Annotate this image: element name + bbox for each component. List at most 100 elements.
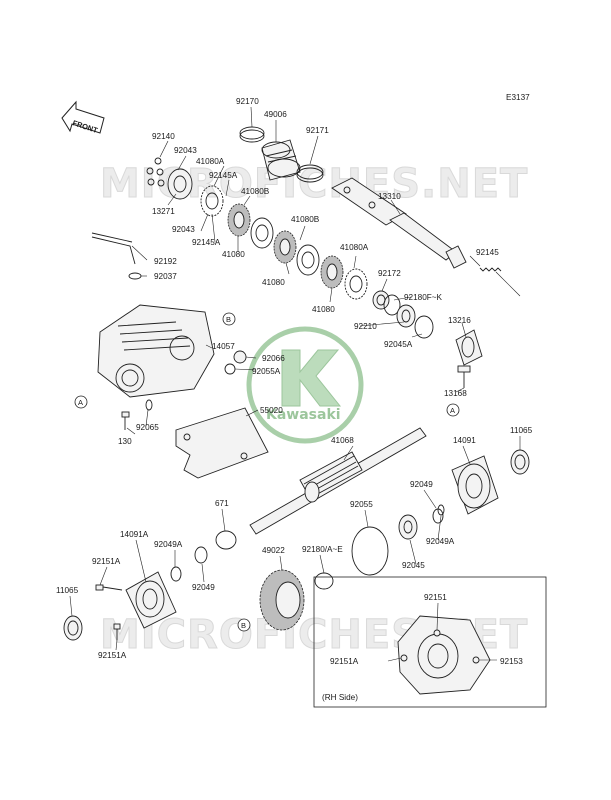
label-92043-upper: 92043 (174, 146, 197, 155)
drive-shaft-41068 (249, 427, 427, 535)
cover-14091 (451, 455, 499, 515)
clutch-plate-41080B-lower (296, 244, 320, 276)
clutch-disc-41080-middle (273, 230, 297, 264)
label-92065: 92065 (136, 423, 159, 432)
label-41080B-lower: 41080B (291, 215, 320, 224)
callout-b-upper: B (222, 312, 236, 326)
washer-92065 (145, 399, 153, 411)
label-13168: 13168 (444, 389, 467, 398)
label-55020: 55020 (260, 406, 283, 415)
rh-side-label: (RH Side) (322, 693, 358, 702)
bolt-130 (121, 411, 130, 430)
label-11065-upper: 11065 (510, 426, 533, 435)
label-41080-middle: 41080 (262, 278, 285, 287)
bracket-55020 (175, 407, 269, 479)
bolt-92151A-upper (95, 584, 123, 591)
oil-seal-92172 (372, 290, 390, 310)
part-labels: 92170 49006 92171 92140 92043 41080A 921… (56, 97, 533, 666)
label-92055A: 92055A (252, 367, 281, 376)
label-671: 671 (215, 499, 229, 508)
label-92037: 92037 (154, 272, 177, 281)
label-92066: 92066 (262, 354, 285, 363)
o-ring-671 (215, 530, 237, 550)
label-92049-upper: 92049 (410, 480, 433, 489)
bearing-92045A (414, 315, 434, 339)
o-ring-92049A-lower (170, 566, 182, 582)
o-ring-92055A (224, 363, 236, 375)
label-92210: 92210 (354, 322, 377, 331)
plug-92066 (233, 350, 247, 364)
label-41080-lower: 41080 (312, 305, 335, 314)
label-92045: 92045 (402, 561, 425, 570)
label-14091: 14091 (453, 436, 476, 445)
shim-92180A-E (314, 572, 334, 590)
label-92180A-E: 92180/A~E (302, 545, 343, 554)
spring-92145 (479, 267, 521, 297)
clutch-disc-41080-upper (227, 203, 251, 237)
shim-92180F-K (383, 294, 401, 316)
label-49006: 49006 (264, 110, 287, 119)
svg-text:B: B (226, 315, 231, 324)
label-14091A: 14091A (120, 530, 149, 539)
front-direction-arrow: FRONT (61, 100, 105, 135)
label-92145A-upper: 92145A (209, 171, 238, 180)
oil-seal-11065-lower (63, 615, 83, 641)
label-92171: 92171 (306, 126, 329, 135)
input-shaft-13310 (331, 177, 467, 269)
gear-case-14057 (97, 304, 215, 398)
label-92151A-rh: 92151A (330, 657, 359, 666)
pinion-gear-13216 (455, 329, 483, 366)
clutch-disc-41080-lower (320, 255, 344, 289)
clutch-plate-41080A-lower (344, 268, 368, 300)
label-130: 130 (118, 437, 132, 446)
logo-wordmark: Kawasaki (266, 407, 341, 423)
label-92180F-K: 92180F~K (404, 293, 443, 302)
svg-text:A: A (78, 398, 83, 407)
label-14057: 14057 (212, 342, 235, 351)
svg-text:A: A (450, 406, 455, 415)
label-92049-lower: 92049 (192, 583, 215, 592)
label-92045A: 92045A (384, 340, 413, 349)
label-92145: 92145 (476, 248, 499, 257)
label-92049A-upper: 92049A (426, 537, 455, 546)
cam-ring-13271 (167, 168, 193, 200)
label-49022: 49022 (262, 546, 285, 555)
label-92192: 92192 (154, 257, 177, 266)
label-13310: 13310 (378, 192, 401, 201)
label-92151: 92151 (424, 593, 447, 602)
boot-clamp-92170 (239, 126, 265, 143)
o-ring-92055 (351, 526, 389, 576)
callout-a-left: A (74, 395, 88, 409)
label-92140: 92140 (152, 132, 175, 141)
o-ring-92049-lower (194, 546, 208, 564)
label-92145A-lower: 92145A (192, 238, 221, 247)
bolt-92151A-lower (113, 623, 121, 640)
rh-side-inset: (RH Side) (313, 576, 547, 708)
label-92151A-lower: 92151A (98, 651, 127, 660)
svg-text:B: B (241, 621, 246, 630)
label-11065-lower: 11065 (56, 586, 79, 595)
label-92170: 92170 (236, 97, 259, 106)
kawasaki-logo: Kawasaki (246, 326, 364, 444)
label-13216: 13216 (448, 316, 471, 325)
breather-hose-92192 (91, 232, 142, 280)
boot-clamp-92171 (296, 164, 324, 183)
oil-seal-11065-upper (510, 449, 530, 475)
label-92049A-lower: 92049A (154, 540, 183, 549)
callout-a-right: A (446, 403, 460, 417)
cover-14091A (125, 571, 177, 629)
label-41080A-upper: 41080A (196, 157, 225, 166)
label-13271: 13271 (152, 207, 175, 216)
bearing-92045 (398, 514, 418, 540)
clutch-plate-41080B-upper (250, 217, 274, 249)
label-92153: 92153 (500, 657, 523, 666)
label-41068: 41068 (331, 436, 354, 445)
label-92172: 92172 (378, 269, 401, 278)
label-41080A-lower: 41080A (340, 243, 369, 252)
o-ring-92049A-upper (437, 504, 445, 516)
callout-b-lower: B (237, 618, 251, 632)
label-41080-upper: 41080 (222, 250, 245, 259)
bolt-13168 (457, 365, 471, 388)
leader-lines (69, 106, 521, 662)
